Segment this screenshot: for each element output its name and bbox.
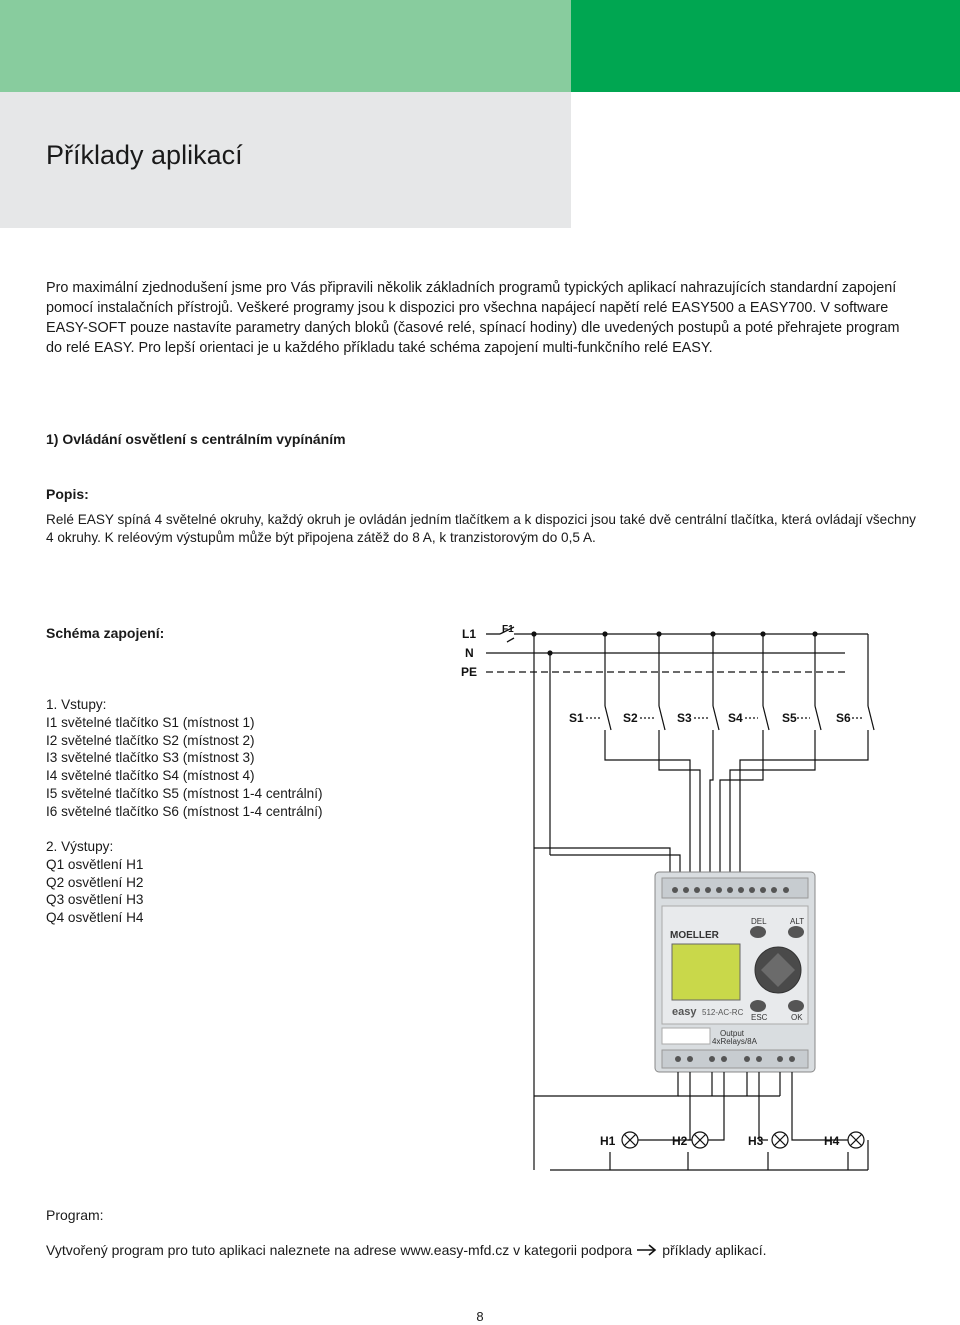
ok-label: OK bbox=[791, 1013, 803, 1022]
list-item: Q3 osvětlení H3 bbox=[46, 892, 144, 908]
list-item: I3 světelné tlačítko S3 (místnost 3) bbox=[46, 750, 255, 766]
list-item: Q2 osvětlení H2 bbox=[46, 874, 144, 890]
list-item: I6 světelné tlačítko S6 (místnost 1-4 ce… bbox=[46, 803, 323, 819]
lamp-label: H1 bbox=[600, 1134, 616, 1148]
intro-paragraph: Pro maximální zjednodušení jsme pro Vás … bbox=[46, 280, 900, 356]
list-item: 2. Výstupy: bbox=[46, 839, 114, 854]
list-item: 1. Vstupy: bbox=[46, 697, 107, 712]
lamp-icon bbox=[847, 1131, 865, 1149]
pushbutton-icon bbox=[745, 705, 770, 740]
page-title: Příklady aplikací bbox=[46, 140, 243, 170]
page-number: 8 bbox=[476, 1309, 484, 1324]
header-band-light bbox=[0, 0, 571, 92]
list-item: I4 světelné tlačítko S4 (místnost 4) bbox=[46, 768, 255, 784]
outputs-list: 2. Výstupy: Q1 osvětlení H1 Q2 osvětlení… bbox=[46, 838, 143, 927]
switch-label: S6 bbox=[836, 711, 851, 725]
popis-heading: Popis: bbox=[46, 486, 89, 502]
output-label: Output bbox=[720, 1029, 745, 1038]
arrow-right-icon bbox=[637, 1244, 657, 1256]
switch-label: S4 bbox=[728, 711, 743, 725]
pushbutton-icon bbox=[852, 705, 875, 740]
schema-heading: Schéma zapojení: bbox=[46, 625, 165, 641]
easy-relay-device: MOELLER easy 512-AC-RC DEL ALT ESC OK Ou… bbox=[654, 871, 816, 1073]
description-paragraph: Relé EASY spíná 4 světelné okruhy, každý… bbox=[46, 512, 916, 545]
del-button bbox=[750, 926, 766, 938]
list-item: I2 světelné tlačítko S2 (místnost 2) bbox=[46, 732, 255, 748]
esc-label: ESC bbox=[751, 1013, 768, 1022]
switch-label: S1 bbox=[569, 711, 584, 725]
pushbutton-icon bbox=[694, 705, 720, 740]
pushbutton-icon bbox=[640, 705, 666, 740]
pushbutton-icon bbox=[586, 705, 612, 740]
device-brand: MOELLER bbox=[670, 930, 720, 941]
device-model-suffix: 512-AC-RC bbox=[702, 1008, 744, 1017]
switch-label: S5 bbox=[782, 711, 797, 725]
esc-button bbox=[750, 1000, 766, 1012]
switch-label: S3 bbox=[677, 711, 692, 725]
pushbutton-icon bbox=[797, 705, 822, 740]
wiring-schematic: L1 N PE F1 S1 S2 S3 S4 S5 S6 bbox=[461, 624, 875, 1171]
list-item: I1 světelné tlačítko S1 (místnost 1) bbox=[46, 714, 255, 730]
switch-label: S2 bbox=[623, 711, 638, 725]
lamp-label: H4 bbox=[824, 1134, 840, 1148]
program-text: Vytvořený program pro tuto aplikaci nale… bbox=[46, 1242, 767, 1258]
list-item: Q1 osvětlení H1 bbox=[46, 856, 144, 872]
program-text-after: příklady aplikací. bbox=[662, 1242, 767, 1258]
section-heading: 1) Ovládání osvětlení s centrálním vypín… bbox=[46, 431, 346, 447]
bus-label-n: N bbox=[465, 646, 474, 660]
lcd-display bbox=[671, 943, 741, 1001]
alt-button bbox=[788, 926, 804, 938]
ok-button bbox=[788, 1000, 804, 1012]
program-text-before: Vytvořený program pro tuto aplikaci nale… bbox=[46, 1242, 633, 1258]
bus-label-l1: L1 bbox=[462, 627, 476, 641]
inputs-list: 1. Vstupy: I1 světelné tlačítko S1 (míst… bbox=[46, 696, 323, 821]
output-sub-label: 4xRelays/8A bbox=[712, 1037, 758, 1046]
lamp-icon bbox=[621, 1131, 639, 1149]
list-item: I5 světelné tlačítko S5 (místnost 1-4 ce… bbox=[46, 785, 323, 801]
del-label: DEL bbox=[751, 917, 767, 926]
list-item: Q4 osvětlení H4 bbox=[46, 910, 144, 926]
alt-label: ALT bbox=[790, 917, 804, 926]
bus-label-pe: PE bbox=[461, 665, 477, 679]
program-heading: Program: bbox=[46, 1207, 104, 1223]
lamp-label: H3 bbox=[748, 1134, 764, 1148]
lamp-label: H2 bbox=[672, 1134, 688, 1148]
title-box bbox=[0, 92, 571, 228]
fuse-icon bbox=[486, 626, 515, 643]
lamp-icon bbox=[771, 1131, 789, 1149]
lamp-icon bbox=[691, 1131, 709, 1149]
header-band-dark bbox=[571, 0, 960, 92]
device-model: easy bbox=[672, 1006, 697, 1018]
